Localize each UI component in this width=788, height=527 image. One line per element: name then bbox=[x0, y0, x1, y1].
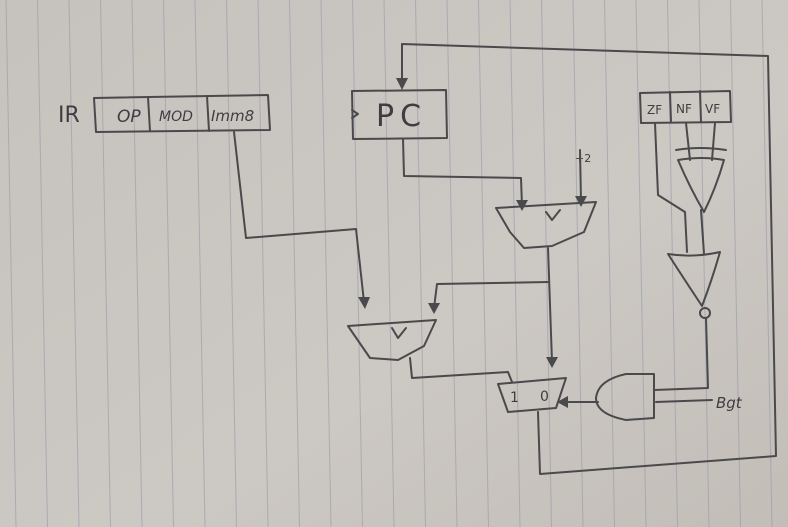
wire-zf bbox=[654, 122, 688, 253]
xor-gate bbox=[677, 157, 725, 213]
rule-line bbox=[415, 0, 426, 527]
ir-field-divider bbox=[147, 96, 151, 132]
wires: +2 Bgt bbox=[233, 43, 777, 475]
arrow-into-pc bbox=[396, 78, 408, 90]
rule-line bbox=[478, 0, 489, 527]
ir-field-op: OP bbox=[117, 107, 141, 127]
rule-line bbox=[761, 0, 773, 527]
rule-line bbox=[68, 0, 80, 527]
rule-line bbox=[604, 0, 615, 527]
wire-increment bbox=[579, 149, 582, 203]
ir-register: IR OP MOD Imm8 bbox=[58, 94, 271, 133]
arrow-into-mux0 bbox=[546, 357, 558, 368]
rule-line bbox=[730, 0, 741, 527]
rule-line bbox=[257, 0, 269, 527]
wire-bgt-to-and bbox=[655, 399, 713, 403]
wire-nf bbox=[685, 122, 691, 161]
pc-increment-adder bbox=[495, 201, 597, 249]
pc-source-mux: 1 0 bbox=[497, 377, 567, 413]
rule-line bbox=[383, 0, 395, 527]
mux-input-1: 1 bbox=[510, 390, 519, 406]
wire-branch-adder-to-mux1 bbox=[409, 357, 513, 383]
wire-nor-to-and bbox=[653, 317, 709, 391]
rule-line bbox=[572, 0, 584, 527]
wire-adder-to-branch-adder bbox=[433, 281, 550, 309]
rule-line bbox=[320, 0, 332, 527]
pc-register-box bbox=[351, 89, 448, 140]
mux-input-0: 0 bbox=[540, 389, 549, 405]
ir-field-mod: MOD bbox=[159, 109, 193, 125]
rule-line bbox=[698, 0, 710, 527]
wire-pc-to-adder bbox=[402, 138, 523, 207]
rule-line bbox=[100, 0, 111, 527]
nor-inversion-bubble bbox=[699, 307, 711, 319]
rule-line bbox=[541, 0, 552, 527]
flags-register: ZF NF VF bbox=[639, 90, 732, 124]
arrow-into-adder-right bbox=[575, 196, 587, 207]
ir-label: IR bbox=[58, 103, 80, 128]
and-gate bbox=[595, 373, 655, 421]
flag-zf: ZF bbox=[647, 103, 662, 117]
rule-line bbox=[194, 0, 206, 527]
pc-register: PC bbox=[351, 89, 448, 140]
notebook-rule-lines bbox=[5, 0, 773, 527]
rule-line bbox=[667, 0, 678, 527]
arrow-into-mux-select bbox=[557, 396, 568, 408]
rule-line bbox=[131, 0, 143, 527]
rule-line bbox=[163, 0, 174, 527]
rule-line bbox=[509, 0, 521, 527]
mux-body bbox=[497, 377, 567, 413]
flag-vf: VF bbox=[705, 102, 720, 116]
flags-divider bbox=[699, 90, 702, 123]
rule-line bbox=[352, 0, 363, 527]
branch-target-adder bbox=[347, 319, 437, 361]
flag-nf: NF bbox=[676, 102, 692, 116]
xor-gate-input-curve bbox=[675, 147, 727, 151]
rule-line bbox=[37, 0, 48, 527]
rule-line bbox=[226, 0, 237, 527]
flags-divider bbox=[669, 91, 672, 123]
ir-field-imm8: Imm8 bbox=[211, 107, 254, 125]
wire-xor-to-nor bbox=[700, 209, 705, 255]
rule-line bbox=[289, 0, 300, 527]
nor-gate bbox=[667, 251, 721, 307]
arrow-into-branch-adder-right bbox=[428, 303, 440, 314]
rule-line bbox=[5, 0, 17, 527]
control-label-bgt: Bgt bbox=[716, 394, 743, 412]
wire-pc-feedback bbox=[401, 43, 777, 475]
pc-label: PC bbox=[376, 99, 427, 134]
wire-adder-to-mux0 bbox=[547, 247, 553, 363]
ir-field-divider bbox=[206, 95, 210, 132]
wire-imm8-to-branch-adder bbox=[233, 131, 365, 303]
increment-label: +2 bbox=[575, 152, 591, 165]
rule-line bbox=[635, 0, 647, 527]
arrow-into-branch-adder-left bbox=[358, 297, 370, 309]
rule-line bbox=[446, 0, 458, 527]
pc-clock-marker bbox=[351, 109, 359, 119]
ir-register-box bbox=[93, 94, 271, 133]
wire-vf bbox=[711, 122, 716, 161]
